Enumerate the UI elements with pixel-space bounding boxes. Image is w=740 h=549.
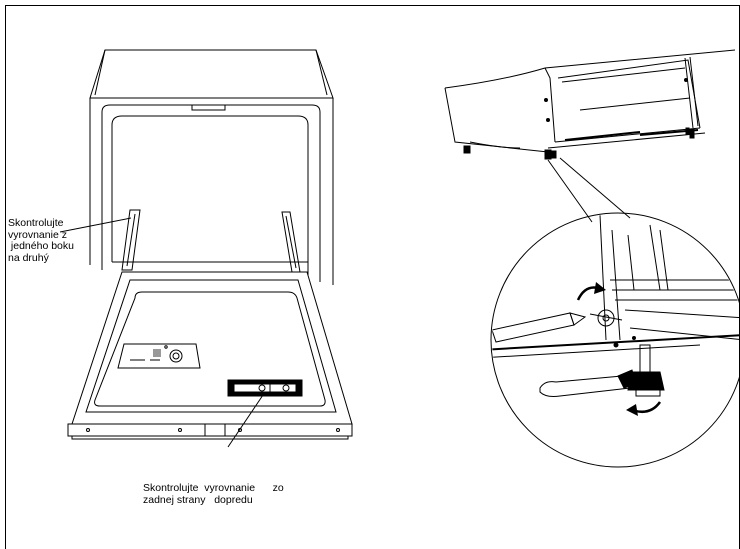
adjustable-foot xyxy=(627,344,665,397)
rotation-arrow-bottom xyxy=(626,401,662,416)
dishwasher-door xyxy=(67,271,353,440)
callout-line-right xyxy=(559,157,631,219)
side-label-leader xyxy=(59,217,132,233)
spirit-level xyxy=(227,379,303,397)
side-to-side-check-label: Skontrolujte vyrovnanie z jedného boku n… xyxy=(8,217,74,264)
dishwasher-base-view xyxy=(444,49,736,160)
front-label-leader xyxy=(227,391,266,448)
screwdriver xyxy=(492,309,623,343)
right-rail xyxy=(281,211,301,273)
callout-line-left xyxy=(547,159,593,223)
dishwasher-cabinet xyxy=(89,49,334,285)
magnified-detail xyxy=(490,212,740,468)
rotation-arrow-top xyxy=(576,282,606,301)
detergent-dispenser xyxy=(117,343,201,369)
back-to-front-check-label: Skontrolujte vyrovnanie zo zadnej strany… xyxy=(143,482,284,506)
wrench xyxy=(539,369,641,397)
left-rail xyxy=(121,209,141,271)
